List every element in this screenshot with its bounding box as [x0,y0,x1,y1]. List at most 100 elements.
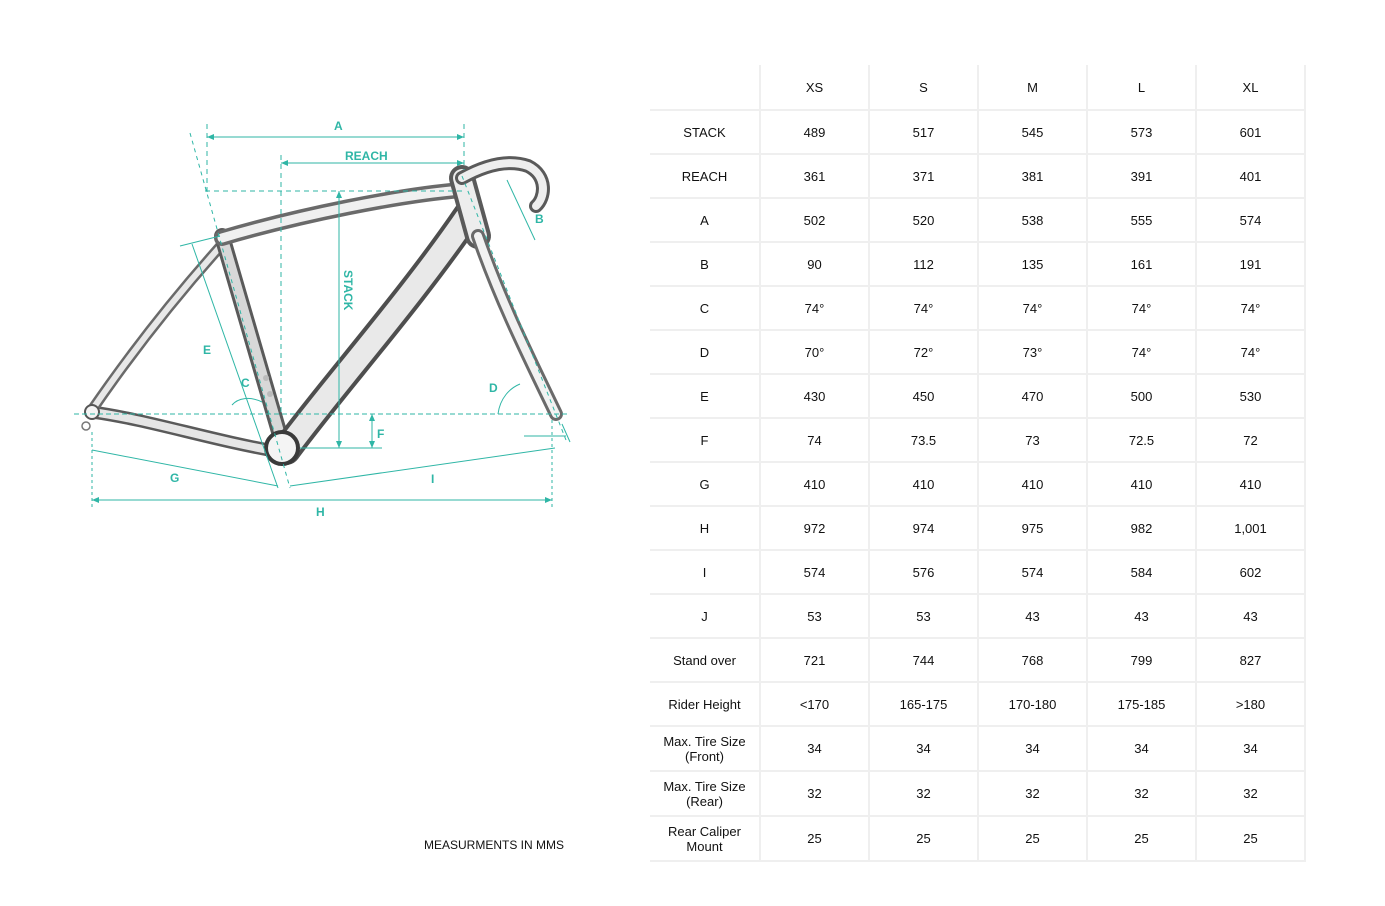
cell-value: 170-180 [979,683,1088,727]
cell-value: 430 [761,375,870,419]
cell-value: 74° [761,287,870,331]
frame-geometry-diagram: A REACH B STACK E C D F G I H [0,0,640,906]
cell-value: 34 [1197,727,1306,772]
row-label: G [650,463,761,507]
cell-value: 827 [1197,639,1306,683]
table-row: H 972 974 975 982 1,001 [650,507,1306,551]
row-label: I [650,551,761,595]
cell-value: 489 [761,111,870,155]
row-label: REACH [650,155,761,199]
table-row: Max. Tire Size (Rear) 32 32 32 32 32 [650,772,1306,817]
row-label: Stand over [650,639,761,683]
label-g: G [170,471,179,485]
geometry-table: XS S M L XL STACK 489 517 545 573 601 RE… [650,65,1306,862]
cell-value: 175-185 [1088,683,1197,727]
row-label: Max. Tire Size (Front) [650,727,761,772]
row-label: J [650,595,761,639]
cell-value: 410 [979,463,1088,507]
cell-value: 73 [979,419,1088,463]
cell-value: 470 [979,375,1088,419]
table-row: J 53 53 43 43 43 [650,595,1306,639]
label-stack: STACK [341,270,355,311]
cell-value: 25 [1088,817,1197,862]
cell-value: 43 [979,595,1088,639]
cell-value: 410 [1088,463,1197,507]
cell-value: 502 [761,199,870,243]
cell-value: 72.5 [1088,419,1197,463]
cell-value: 74° [1197,331,1306,375]
cell-value: 391 [1088,155,1197,199]
cell-value: 410 [870,463,979,507]
label-c: C [241,376,250,390]
cell-value: 530 [1197,375,1306,419]
label-f: F [377,427,384,441]
cell-value: 573 [1088,111,1197,155]
cell-value: 361 [761,155,870,199]
row-label: F [650,419,761,463]
bike-frame [81,156,563,466]
dimension-arrows [92,134,552,503]
units-note: MEASURMENTS IN MMS [424,838,565,852]
cell-value: 74 [761,419,870,463]
table-row: A 502 520 538 555 574 [650,199,1306,243]
cell-value: 371 [870,155,979,199]
label-b: B [535,212,544,226]
row-label: E [650,375,761,419]
rear-dropout [84,404,100,420]
row-label: H [650,507,761,551]
cell-value: 135 [979,243,1088,287]
size-header-xs: XS [761,65,870,111]
cell-value: 602 [1197,551,1306,595]
cell-value: 538 [979,199,1088,243]
cell-value: 32 [870,772,979,817]
cell-value: 53 [761,595,870,639]
cell-value: 410 [761,463,870,507]
cell-value: 520 [870,199,979,243]
cell-value: 72° [870,331,979,375]
table-row: C 74° 74° 74° 74° 74° [650,287,1306,331]
table-row: G 410 410 410 410 410 [650,463,1306,507]
cell-value: 25 [979,817,1088,862]
table-row: Rider Height <170 165-175 170-180 175-18… [650,683,1306,727]
cell-value: 25 [870,817,979,862]
cell-value: 555 [1088,199,1197,243]
cell-value: 401 [1197,155,1306,199]
table-row: Rear Caliper Mount 25 25 25 25 25 [650,817,1306,862]
label-d: D [489,381,498,395]
cell-value: 25 [761,817,870,862]
cell-value: 90 [761,243,870,287]
cell-value: 721 [761,639,870,683]
cell-value: 74° [979,287,1088,331]
cell-value: 72 [1197,419,1306,463]
cell-value: 32 [1088,772,1197,817]
cell-value: 74° [870,287,979,331]
frame-geometry-svg: A REACH B STACK E C D F G I H [74,119,571,519]
cell-value: 974 [870,507,979,551]
cell-value: 34 [1088,727,1197,772]
cell-value: 74° [1088,287,1197,331]
cell-value: 768 [979,639,1088,683]
corner-cell [650,65,761,111]
cell-value: 381 [979,155,1088,199]
cell-value: 972 [761,507,870,551]
cell-value: 517 [870,111,979,155]
cell-value: 32 [761,772,870,817]
cell-value: 576 [870,551,979,595]
cell-value: 34 [979,727,1088,772]
cell-value: <170 [761,683,870,727]
cell-value: 744 [870,639,979,683]
cell-value: 73.5 [870,419,979,463]
table-row: F 74 73.5 73 72.5 72 [650,419,1306,463]
cell-value: 574 [979,551,1088,595]
cell-value: 73° [979,331,1088,375]
cell-value: 1,001 [1197,507,1306,551]
label-reach: REACH [345,149,388,163]
cell-value: 982 [1088,507,1197,551]
table-row: STACK 489 517 545 573 601 [650,111,1306,155]
cell-value: 165-175 [870,683,979,727]
label-a: A [334,119,343,133]
cell-value: 799 [1088,639,1197,683]
table-row: B 90 112 135 161 191 [650,243,1306,287]
row-label: B [650,243,761,287]
row-label: A [650,199,761,243]
